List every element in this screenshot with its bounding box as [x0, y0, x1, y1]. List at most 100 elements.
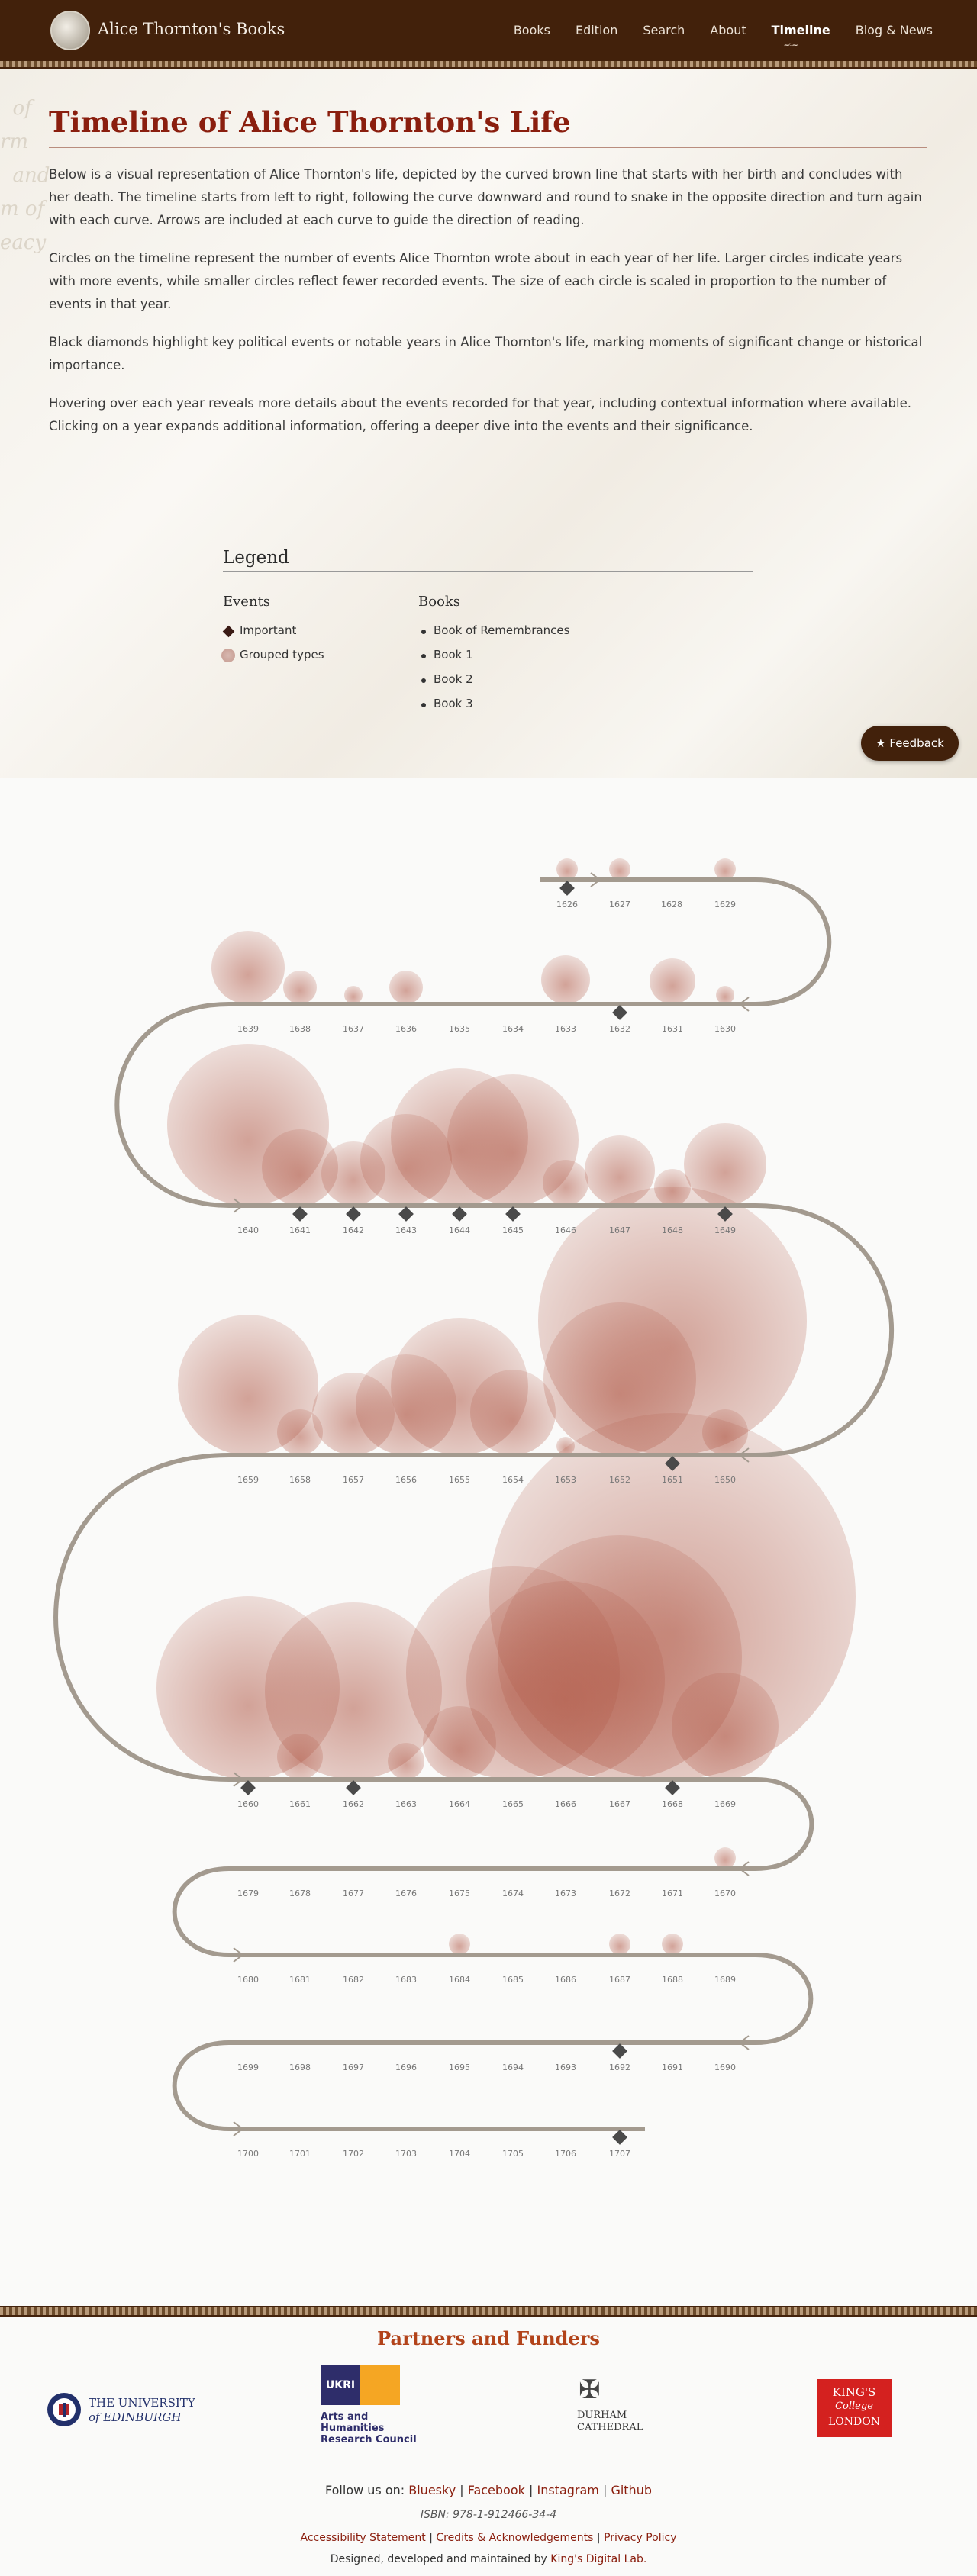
event-circle-1684[interactable]	[449, 1934, 470, 1955]
year-label[interactable]: 1627	[609, 900, 630, 910]
year-label[interactable]: 1696	[395, 2062, 417, 2072]
year-label[interactable]: 1704	[449, 2149, 470, 2159]
year-label[interactable]: 1665	[502, 1799, 524, 1809]
year-label[interactable]: 1655	[449, 1475, 470, 1485]
link-accessibility[interactable]: Accessibility Statement	[300, 2532, 426, 2544]
event-circle-1627[interactable]	[609, 858, 630, 880]
year-label[interactable]: 1673	[555, 1889, 576, 1898]
event-circle-1662[interactable]	[265, 1602, 442, 1779]
event-circle-1637[interactable]	[344, 986, 363, 1004]
year-label[interactable]: 1668	[662, 1799, 683, 1809]
year-label[interactable]: 1670	[714, 1889, 736, 1898]
year-label[interactable]: 1633	[555, 1024, 576, 1034]
year-label[interactable]: 1636	[395, 1024, 417, 1034]
year-label[interactable]: 1663	[395, 1799, 417, 1809]
year-label[interactable]: 1666	[555, 1799, 576, 1809]
year-label[interactable]: 1652	[609, 1475, 630, 1485]
feedback-button[interactable]: ★ Feedback	[861, 726, 959, 761]
year-label[interactable]: 1640	[237, 1225, 259, 1235]
site-logo[interactable]	[50, 11, 90, 50]
year-label[interactable]: 1672	[609, 1889, 630, 1898]
important-diamond-1643[interactable]	[398, 1206, 414, 1222]
year-label[interactable]: 1669	[714, 1799, 736, 1809]
partner-kings[interactable]: KING'S College LONDON	[817, 2379, 892, 2437]
site-title[interactable]: Alice Thornton's Books	[98, 20, 285, 38]
year-label[interactable]: 1638	[289, 1024, 311, 1034]
year-label[interactable]: 1690	[714, 2062, 736, 2072]
event-circle-1646[interactable]	[543, 1160, 588, 1206]
link-bluesky[interactable]: Bluesky	[408, 2483, 456, 2497]
year-label[interactable]: 1693	[555, 2062, 576, 2072]
year-label[interactable]: 1688	[662, 1975, 683, 1985]
year-label[interactable]: 1691	[662, 2062, 683, 2072]
year-label[interactable]: 1649	[714, 1225, 736, 1235]
year-label[interactable]: 1628	[661, 900, 682, 910]
year-label[interactable]: 1644	[449, 1225, 470, 1235]
year-label[interactable]: 1659	[237, 1475, 259, 1485]
event-circle-1638[interactable]	[283, 971, 317, 1004]
nav-edition[interactable]: Edition	[575, 23, 618, 37]
link-credits[interactable]: Credits & Acknowledgements	[436, 2532, 594, 2544]
year-label[interactable]: 1677	[343, 1889, 364, 1898]
year-label[interactable]: 1645	[502, 1225, 524, 1235]
event-circle-1641[interactable]	[262, 1129, 338, 1206]
event-circle-1658[interactable]	[277, 1409, 323, 1455]
important-diamond-1645[interactable]	[505, 1206, 521, 1222]
nav-search[interactable]: Search	[643, 23, 685, 37]
year-label[interactable]: 1679	[237, 1889, 259, 1898]
event-circle-1651[interactable]	[538, 1187, 807, 1455]
year-label[interactable]: 1687	[609, 1975, 630, 1985]
partner-edinburgh[interactable]: THE UNIVERSITY of EDINBURGH	[46, 2388, 206, 2434]
year-label[interactable]: 1635	[449, 1024, 470, 1034]
year-label[interactable]: 1641	[289, 1225, 311, 1235]
event-circle-1626[interactable]	[556, 858, 578, 880]
link-facebook[interactable]: Facebook	[467, 2483, 525, 2497]
important-diamond-1651[interactable]	[665, 1456, 680, 1471]
year-label[interactable]: 1695	[449, 2062, 470, 2072]
year-label[interactable]: 1646	[555, 1225, 576, 1235]
year-label[interactable]: 1661	[289, 1799, 311, 1809]
year-label[interactable]: 1706	[555, 2149, 576, 2159]
year-label[interactable]: 1642	[343, 1225, 364, 1235]
partner-ahrc[interactable]: UKRI Arts and Humanities Research Counci…	[321, 2365, 427, 2455]
event-circle-1647[interactable]	[585, 1135, 655, 1206]
year-label[interactable]: 1637	[343, 1024, 364, 1034]
year-label[interactable]: 1634	[502, 1024, 524, 1034]
year-label[interactable]: 1671	[662, 1889, 683, 1898]
year-label[interactable]: 1689	[714, 1975, 736, 1985]
year-label[interactable]: 1653	[555, 1475, 576, 1485]
year-label[interactable]: 1650	[714, 1475, 736, 1485]
year-label[interactable]: 1648	[662, 1225, 683, 1235]
year-label[interactable]: 1662	[343, 1799, 364, 1809]
year-label[interactable]: 1664	[449, 1799, 470, 1809]
year-label[interactable]: 1630	[714, 1024, 736, 1034]
year-label[interactable]: 1703	[395, 2149, 417, 2159]
year-label[interactable]: 1631	[662, 1024, 683, 1034]
year-label[interactable]: 1694	[502, 2062, 524, 2072]
year-label[interactable]: 1702	[343, 2149, 364, 2159]
year-label[interactable]: 1682	[343, 1975, 364, 1985]
event-circle-1670[interactable]	[714, 1847, 736, 1869]
event-circle-1654[interactable]	[470, 1370, 556, 1455]
year-label[interactable]: 1705	[502, 2149, 524, 2159]
year-label[interactable]: 1660	[237, 1799, 259, 1809]
year-label[interactable]: 1685	[502, 1975, 524, 1985]
important-diamond-1644[interactable]	[452, 1206, 467, 1222]
year-label[interactable]: 1674	[502, 1889, 524, 1898]
year-label[interactable]: 1656	[395, 1475, 417, 1485]
year-label[interactable]: 1680	[237, 1975, 259, 1985]
year-label[interactable]: 1676	[395, 1889, 417, 1898]
important-diamond-1641[interactable]	[292, 1206, 308, 1222]
year-label[interactable]: 1647	[609, 1225, 630, 1235]
event-circle-1633[interactable]	[541, 955, 590, 1004]
year-label[interactable]: 1658	[289, 1475, 311, 1485]
event-circle-1649[interactable]	[684, 1123, 766, 1206]
year-label[interactable]: 1654	[502, 1475, 524, 1485]
year-label[interactable]: 1643	[395, 1225, 417, 1235]
event-circle-1629[interactable]	[714, 858, 736, 880]
nav-about[interactable]: About	[710, 23, 746, 37]
important-diamond-1626[interactable]	[559, 881, 575, 896]
year-label[interactable]: 1701	[289, 2149, 311, 2159]
important-diamond-1642[interactable]	[346, 1206, 361, 1222]
event-circle-1631[interactable]	[650, 958, 695, 1004]
